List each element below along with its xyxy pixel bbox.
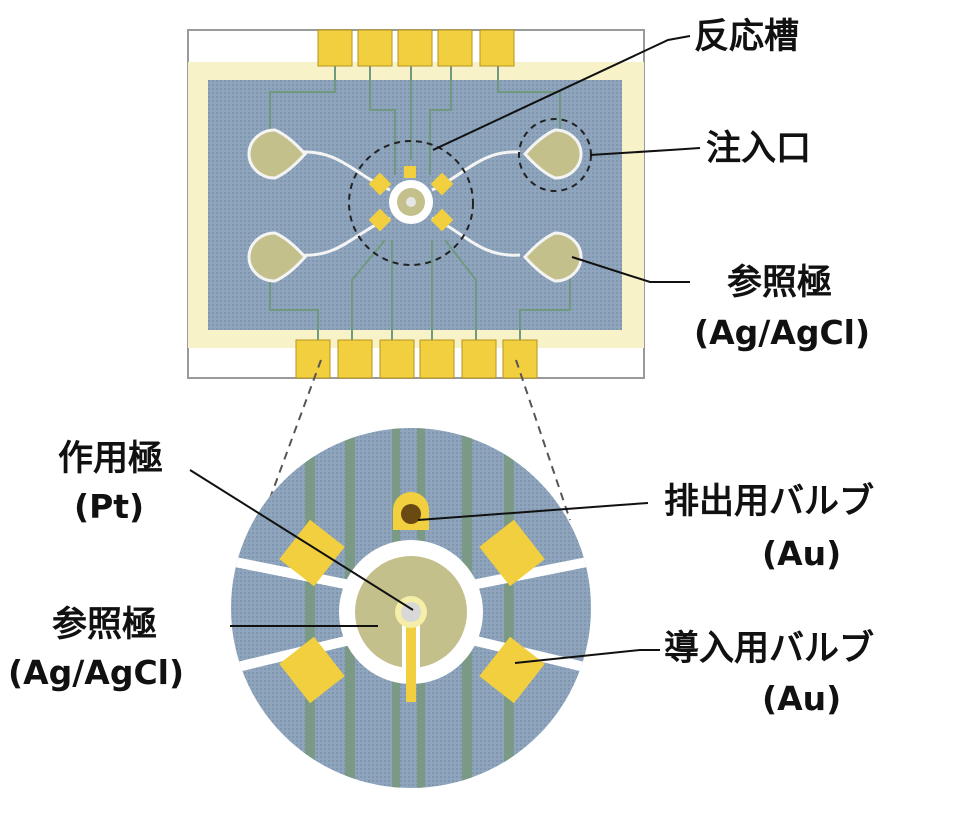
label-reference-bottom-sub: (Ag/AgCl) — [8, 653, 185, 692]
label-reference-top: 参照極 — [727, 263, 833, 303]
chip-reservoirs — [247, 128, 583, 283]
working-lead — [406, 612, 416, 702]
label-reference-bottom: 参照極 — [52, 605, 158, 645]
leader-reference-top — [571, 256, 690, 283]
chip-bottom-pads — [295, 339, 538, 379]
leader-lines — [189, 35, 701, 664]
label-inlet: 注入口 — [706, 129, 812, 169]
zoom-spokes — [231, 555, 591, 675]
label-working: 作用極 — [58, 439, 164, 479]
drain-valve-shape — [393, 492, 429, 530]
chip-traces — [269, 62, 571, 348]
label-drain-valve-sub: (Au) — [762, 534, 842, 573]
leader-working — [189, 469, 414, 611]
label-intro-valve-sub: (Au) — [762, 679, 842, 718]
chip-top-pads — [317, 29, 515, 67]
intro-valve-pads — [279, 519, 545, 704]
label-reference-top-sub: (Ag/AgCl) — [694, 313, 871, 352]
zoom-view — [231, 428, 591, 788]
label-intro-valve: 導入用バルブ — [664, 629, 875, 669]
label-working-sub: (Pt) — [74, 487, 145, 526]
leader-intro-valve — [514, 649, 660, 664]
leader-inlet — [589, 147, 701, 156]
chip-top — [187, 29, 645, 379]
leader-drain-valve — [417, 502, 649, 521]
leader-reaction-tank — [432, 35, 691, 151]
zoom-region-circle — [348, 140, 474, 266]
label-drain-valve: 排出用バルブ — [664, 482, 875, 522]
working-electrode — [401, 602, 421, 622]
zoom-projection-lines — [261, 359, 571, 521]
label-reaction-tank: 反応槽 — [694, 17, 800, 57]
